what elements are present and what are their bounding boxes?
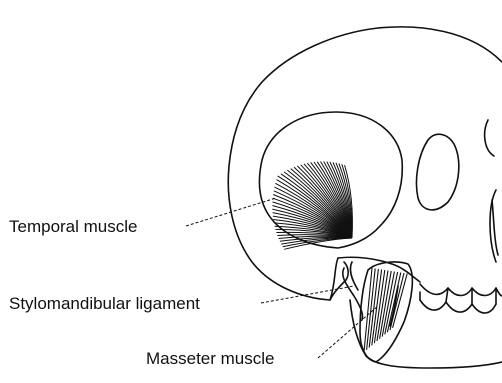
temporal-muscle-label: Temporal muscle bbox=[9, 218, 138, 235]
eye-orbit bbox=[416, 134, 458, 210]
masseter-muscle-label: Masseter muscle bbox=[146, 350, 274, 367]
stylomandibular-ligament-label: Stylomandibular ligament bbox=[9, 295, 200, 312]
temporal-muscle-fibers bbox=[272, 162, 352, 250]
temporal-leader-line bbox=[186, 198, 276, 226]
cranium-outline bbox=[228, 27, 502, 300]
nasal-edge bbox=[485, 120, 496, 262]
lower-teeth bbox=[420, 300, 496, 313]
styloid-process bbox=[343, 268, 363, 320]
masseter-muscle-fibers bbox=[364, 268, 407, 352]
stylomandibular-leader-line bbox=[261, 286, 354, 303]
masseter-fiber bbox=[377, 271, 388, 342]
nasal-inner bbox=[492, 200, 498, 255]
upper-teeth bbox=[420, 284, 502, 296]
masseter-fiber bbox=[380, 271, 392, 339]
